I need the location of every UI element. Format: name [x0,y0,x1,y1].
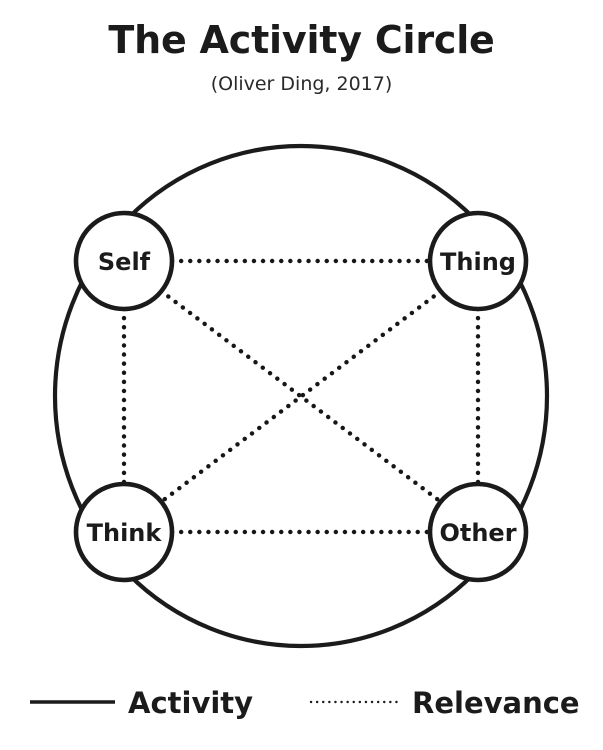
node-think-label: Think [87,519,163,547]
node-self-circle [73,210,175,312]
node-other-circle [427,481,529,583]
figure-subtitle: (Oliver Ding, 2017) [210,72,393,95]
node-thing[interactable]: Thing [427,210,529,312]
node-other-label: Other [439,519,516,547]
legend-relevance-label: Relevance [412,686,580,720]
relevance-edge-self-other [158,288,444,505]
legend-activity-label: Activity [128,686,253,720]
node-self-label: Self [98,248,151,276]
node-think-circle [73,481,175,583]
figure-title: The Activity Circle [108,18,495,62]
node-self[interactable]: Self [73,210,175,312]
node-thing-circle [427,210,529,312]
node-other[interactable]: Other [427,481,529,583]
figure-header: The Activity Circle (Oliver Ding, 2017) [0,0,603,95]
relevance-edge-thing-think [158,288,444,505]
node-thing-label: Thing [440,248,516,276]
activity-ring [52,143,550,649]
figure-legend: Activity Relevance [0,672,603,742]
legend-item-relevance: Relevance [309,686,580,720]
diagram-canvas: Self Thing Think Other [0,130,603,670]
legend-item-activity: Activity [30,686,253,720]
node-think[interactable]: Think [73,481,175,583]
